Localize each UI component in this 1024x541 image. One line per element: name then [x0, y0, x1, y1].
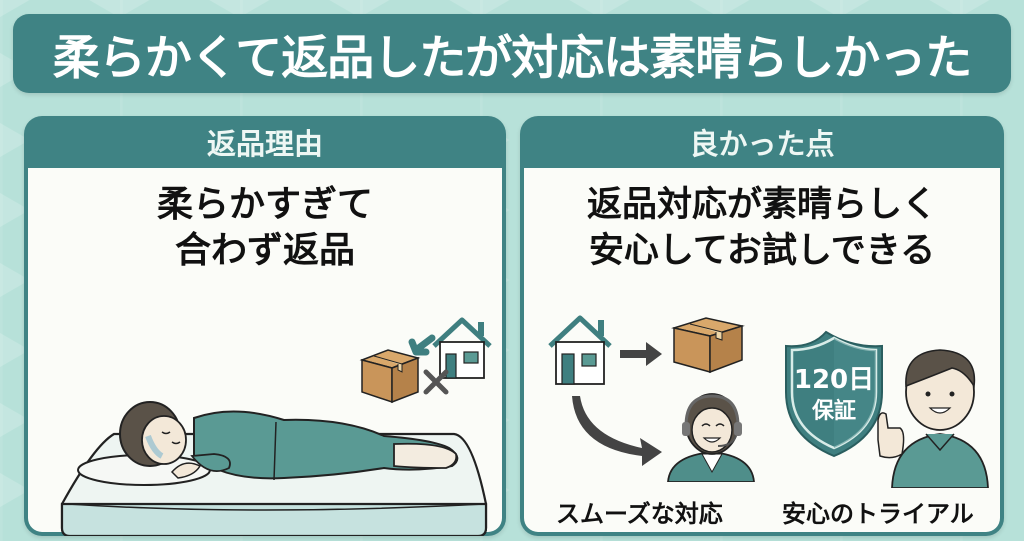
trial-guarantee-illustration: 120日 保証	[785, 330, 989, 488]
arrow-right-icon	[620, 342, 662, 366]
badge-days-text: 120日	[794, 365, 874, 395]
badge-guarantee-text: 保証	[811, 398, 856, 424]
headline-line-1: 柔らかすぎて	[156, 184, 373, 225]
panel-header: 良かった点	[520, 116, 1004, 168]
sleeping-woman-mattress-illustration	[60, 401, 488, 536]
title-banner: 柔らかくて返品したが対応は素晴らしかった	[13, 14, 1011, 93]
panel-header-label: 返品理由	[206, 127, 323, 161]
headline-line-1: 返品対応が素晴らしく	[586, 185, 937, 225]
house-icon	[432, 317, 492, 379]
good-points-headline: 返品対応が素晴らしく 安心してお試しできる	[524, 182, 1000, 274]
woman-icon	[119, 401, 459, 481]
smooth-response-caption: スムーズな対応	[556, 500, 723, 528]
curved-arrow-icon	[572, 396, 662, 466]
cardboard-box-icon	[359, 349, 421, 404]
panel-body: 返品対応が素晴らしく 安心してお試しできる	[524, 168, 1000, 532]
page-title: 柔らかくて返品したが対応は素晴らしかった	[52, 31, 973, 86]
panel-header-label: 良かった点	[689, 127, 835, 161]
headline-line-2: 合わず返品	[174, 230, 355, 271]
good-points-panel: 良かった点 返品対応が素晴らしく 安心してお試しできる	[520, 116, 1004, 536]
panel-header: 返品理由	[24, 116, 506, 168]
support-operator-icon	[667, 393, 755, 482]
headline-line-2: 安心してお試しできる	[588, 231, 936, 271]
return-shipment-illustration	[359, 317, 492, 404]
trial-caption: 安心のトライアル	[782, 500, 974, 528]
x-mark-icon	[423, 369, 449, 395]
return-reason-headline: 柔らかすぎて 合わず返品	[28, 182, 502, 274]
return-reason-panel: 返品理由 柔らかすぎて 合わず返品	[24, 116, 506, 536]
man-thumbs-up-icon	[877, 349, 989, 488]
house-icon	[548, 315, 612, 385]
panel-body: 柔らかすぎて 合わず返品	[28, 168, 502, 536]
shield-badge-icon	[785, 330, 883, 458]
cardboard-box-icon	[671, 317, 745, 374]
smooth-response-illustration	[548, 315, 755, 482]
arrow-left-down-icon	[408, 334, 436, 356]
